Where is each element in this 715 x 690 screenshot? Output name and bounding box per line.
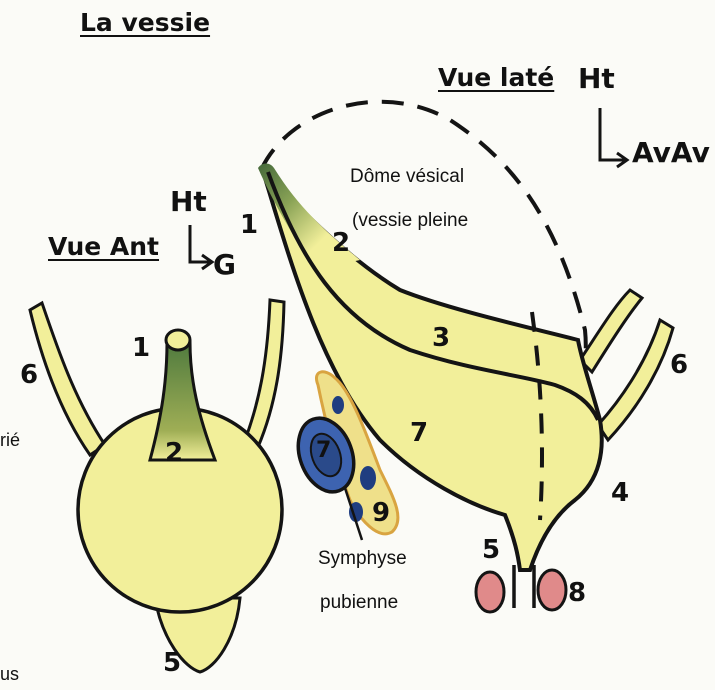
symphysis-label-line1: Symphyse <box>318 548 407 570</box>
number-8-lat: 8 <box>568 578 586 608</box>
anterior-view-drawing <box>30 300 284 672</box>
ant-orientation-arrow <box>190 225 212 269</box>
lateral-view-title: Vue laté <box>438 63 554 92</box>
pubic-dot-2 <box>360 466 376 490</box>
lateral-view-drawing <box>258 102 673 612</box>
ureter-left-lat <box>580 290 642 372</box>
lateral-up-label: Ht <box>578 62 615 95</box>
left-edge-fragment: rié <box>0 430 20 451</box>
number-6-ant: 6 <box>20 360 38 390</box>
main-title: La vessie <box>80 8 210 37</box>
prostate-right <box>538 570 566 610</box>
urachus-tip-ant <box>166 330 190 350</box>
anterior-direction-label: G <box>213 248 236 281</box>
number-7-lat: 7 <box>410 418 428 448</box>
number-2-lat: 2 <box>332 228 350 258</box>
number-4-lat: 4 <box>611 478 629 508</box>
dome-note-label: (vessie pleine <box>352 210 468 232</box>
dome-label: Dôme vésical <box>350 166 464 188</box>
bottom-edge-fragment: us <box>0 664 19 685</box>
number-1-lat: 1 <box>240 210 258 240</box>
lat-orientation-arrow <box>600 108 627 167</box>
number-3-lat: 3 <box>432 323 450 353</box>
number-6-lat: 6 <box>670 350 688 380</box>
orientation-marks <box>190 108 627 269</box>
number-7-symphysis: 7 <box>316 438 331 463</box>
pubic-dot-1 <box>332 396 344 414</box>
number-5-lat: 5 <box>482 535 500 565</box>
anterior-view-title: Vue Ant <box>48 232 159 261</box>
number-9-lat: 9 <box>372 498 390 528</box>
anterior-up-label: Ht <box>170 185 207 218</box>
ureter-left-ant <box>30 303 105 455</box>
number-5-ant: 5 <box>163 648 181 678</box>
lateral-direction-label: AvAv <box>632 136 710 169</box>
number-2-ant: 2 <box>165 438 183 468</box>
ureter-right-ant <box>245 300 284 447</box>
symphysis-label-line2: pubienne <box>320 592 398 614</box>
prostate-left <box>476 572 504 612</box>
number-1-ant: 1 <box>132 333 150 363</box>
